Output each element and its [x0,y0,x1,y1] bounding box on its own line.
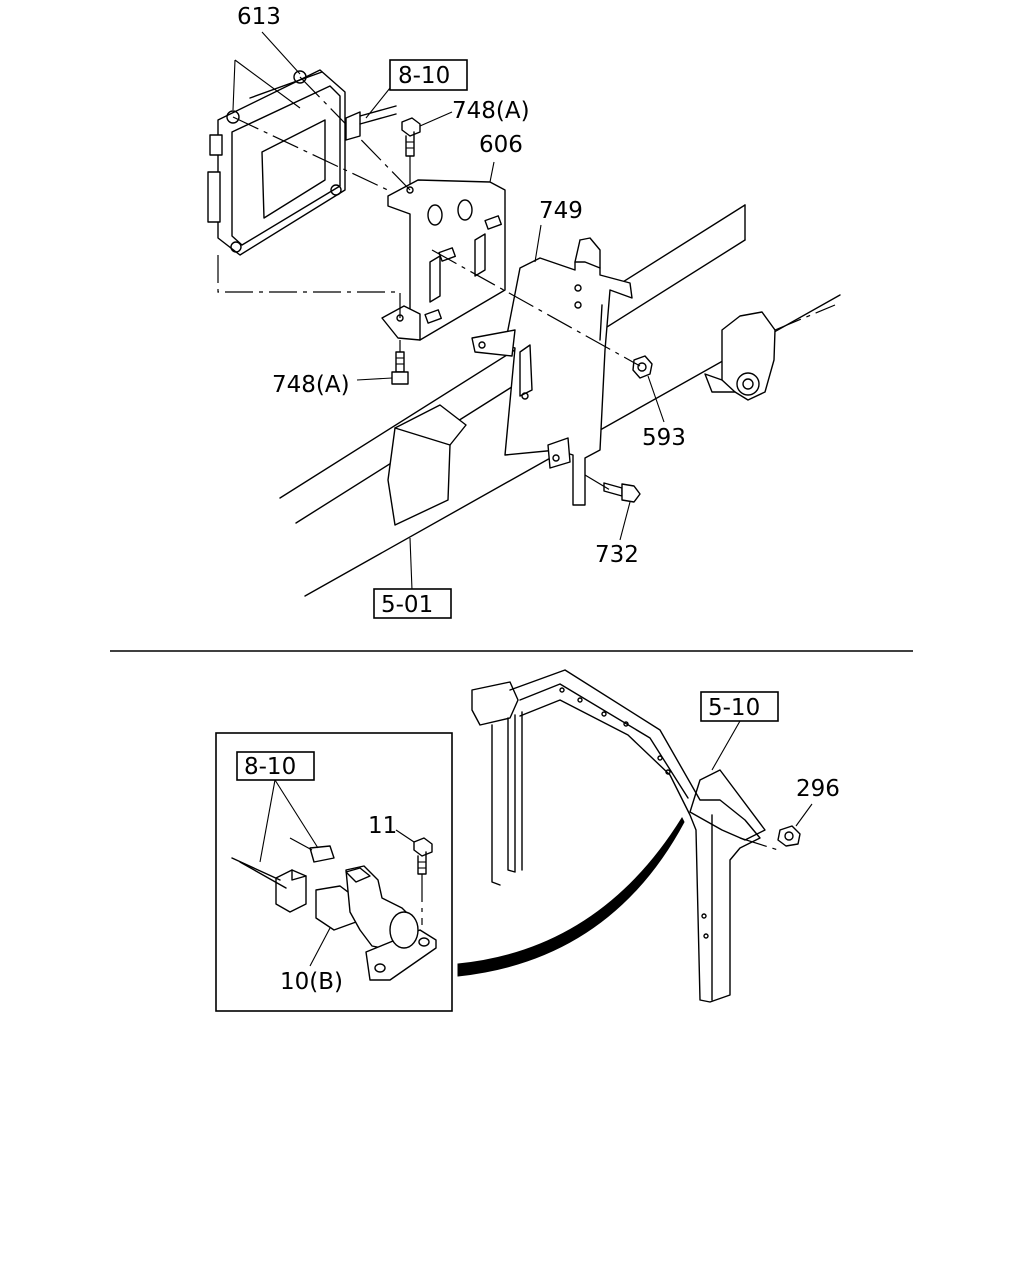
callout-748a-lower: 748(A) [272,372,350,398]
cross-member [471,669,779,1003]
callout-11: 11 [368,813,397,839]
callout-606: 606 [479,132,523,158]
callout-748a-upper: 748(A) [452,98,530,124]
callout-749: 749 [539,198,583,224]
callout-ref-5-10: 5-10 [708,695,760,721]
callout-ref-5-01: 5-01 [381,592,433,618]
frame-rail [279,204,841,597]
callout-10b: 10(B) [280,969,343,995]
nut-296 [777,825,801,847]
callout-613: 613 [237,4,281,30]
nut-593 [632,355,653,379]
bolt-732 [603,482,641,503]
mounting-plate [471,237,633,506]
callout-593: 593 [642,425,686,451]
ref-box-inset [236,751,315,781]
detail-arrow [457,816,685,977]
callout-296: 296 [796,776,840,802]
connector-top [345,105,397,141]
bolt-upper [401,117,421,157]
callout-732: 732 [595,542,639,568]
mounting-bracket [381,179,506,341]
ref-box-frame [373,588,452,619]
ref-box-top [389,59,468,91]
bolt-lower [391,351,409,385]
callout-ref-8-10-top: 8-10 [398,63,450,89]
ecu-unit [207,69,346,256]
inset-parts [231,779,437,981]
callout-ref-8-10-inset: 8-10 [244,754,296,780]
